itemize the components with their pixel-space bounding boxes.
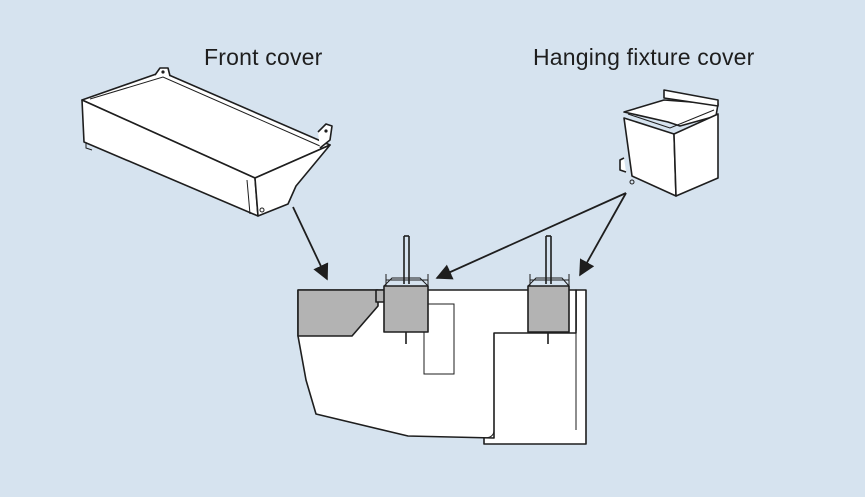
hanging-fixture-cover-label: Hanging fixture cover: [533, 44, 755, 70]
arrow-hanging-right: [579, 192, 627, 277]
hanging-fixture-cover-illustration: [619, 89, 719, 197]
arrow-hanging-left: [435, 192, 627, 280]
front-cover-illustration: [81, 67, 333, 217]
arrow-front-cover: [292, 206, 329, 281]
front-cover-label: Front cover: [204, 44, 323, 70]
main-unit-illustration: [297, 235, 587, 445]
assembly-arrows: [292, 192, 627, 281]
